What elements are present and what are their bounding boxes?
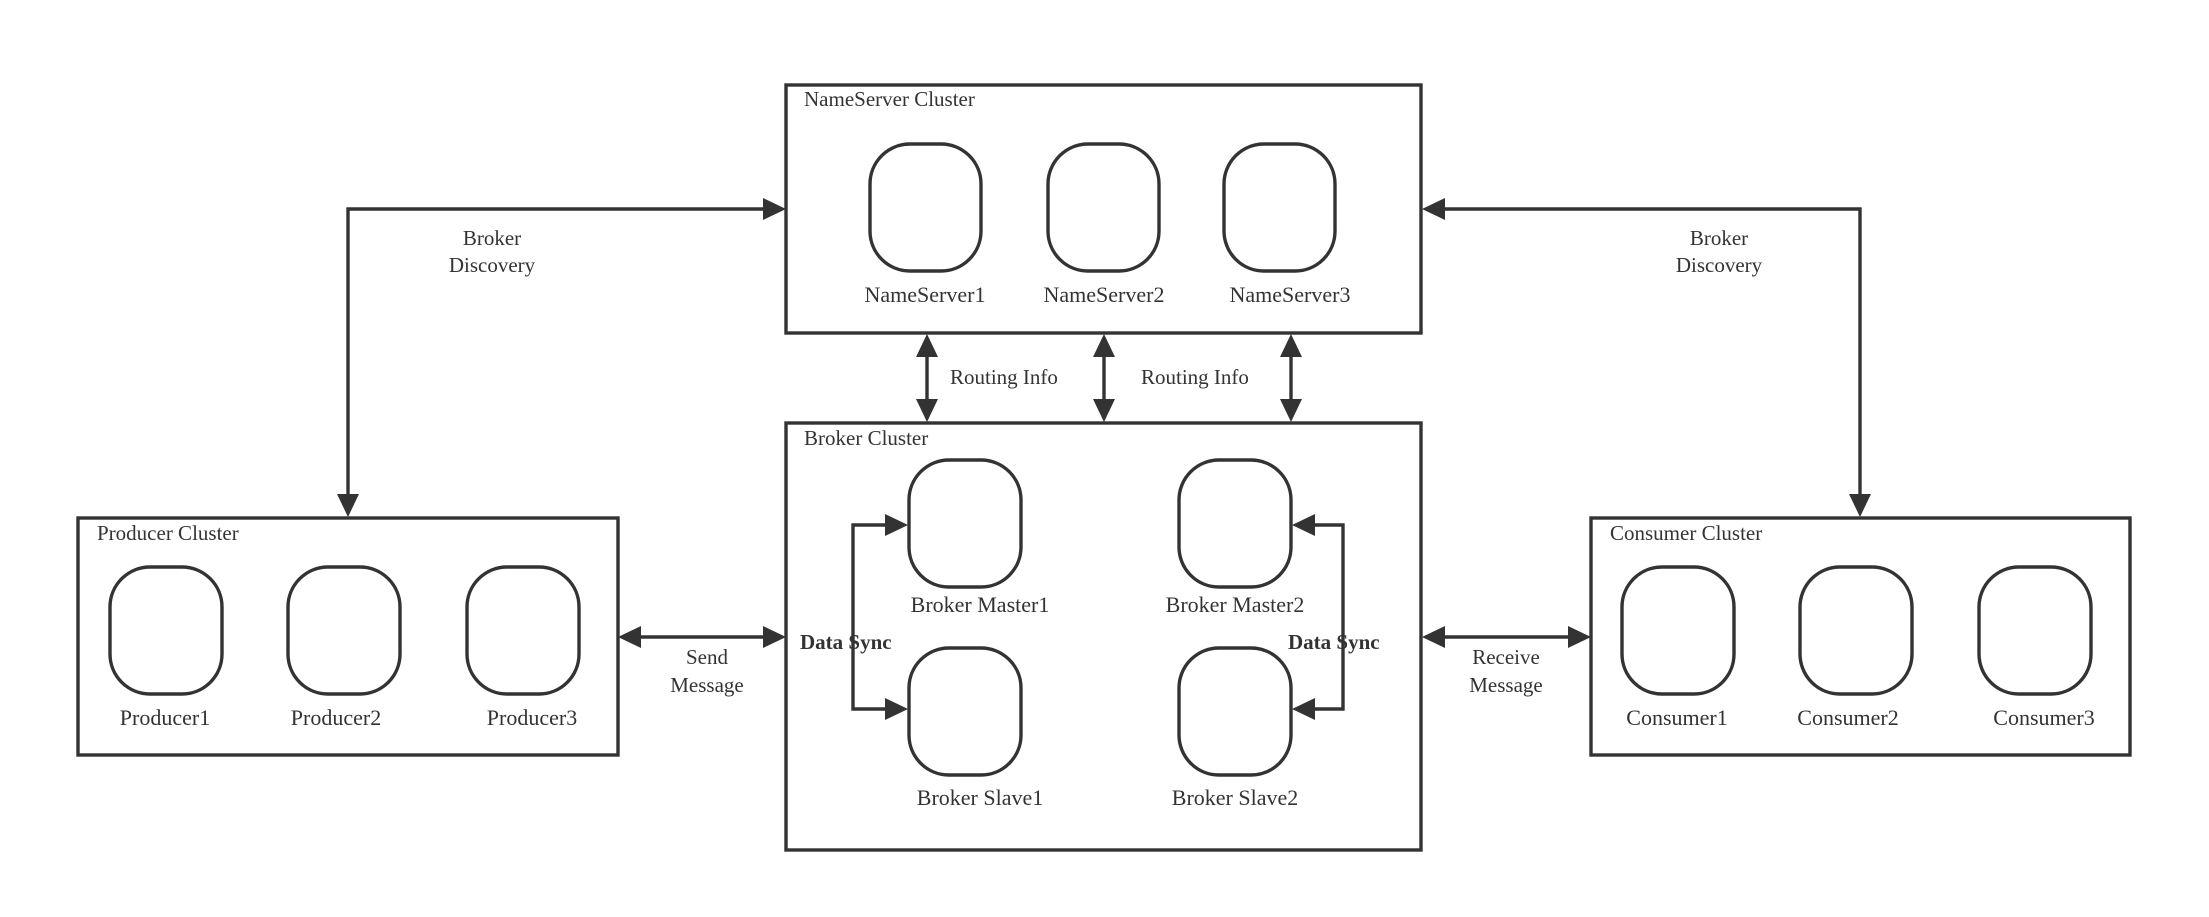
routing-info-edges: Routing Info Routing Info bbox=[916, 334, 1302, 422]
producer1-label: Producer1 bbox=[120, 705, 210, 730]
send-message-label-line2: Message bbox=[670, 673, 743, 697]
nameserver1-node bbox=[868, 142, 983, 273]
consumer3-label: Consumer3 bbox=[1993, 705, 2094, 730]
producer-cluster-title: Producer Cluster bbox=[97, 521, 239, 545]
send-message-label-line1: Send bbox=[686, 645, 729, 669]
consumer3-node bbox=[1977, 565, 2093, 696]
nameserver-cluster: NameServer Cluster NameServer1 NameServe… bbox=[784, 83, 1423, 335]
producer-discovery-edge: Broker Discovery bbox=[337, 198, 786, 517]
producer1-node bbox=[108, 565, 224, 696]
consumer-discovery-label-line1: Broker bbox=[1690, 226, 1748, 250]
consumer-discovery-edge: Broker Discovery bbox=[1422, 198, 1871, 517]
routing-info-label-2: Routing Info bbox=[1141, 365, 1249, 389]
broker-cluster-box bbox=[784, 421, 1423, 852]
consumer1-node bbox=[1620, 565, 1736, 696]
data-sync-right-arrowhead-top bbox=[1292, 514, 1315, 536]
consumer-discovery-arrowhead-left bbox=[1422, 198, 1445, 220]
broker-slave1-label: Broker Slave1 bbox=[917, 785, 1043, 810]
data-sync-right-label: Data Sync bbox=[1288, 630, 1380, 654]
nameserver3-label: NameServer3 bbox=[1230, 282, 1351, 307]
producer-cluster: Producer Cluster Producer1 Producer2 Pro… bbox=[76, 516, 620, 757]
nameserver3-node bbox=[1222, 142, 1337, 273]
broker-master2-label: Broker Master2 bbox=[1166, 592, 1305, 617]
producer-discovery-label-line1: Broker bbox=[463, 226, 521, 250]
receive-message-label-line1: Receive bbox=[1472, 645, 1540, 669]
send-message-arrowhead-right bbox=[763, 626, 786, 648]
data-sync-left-arrowhead-bottom bbox=[885, 698, 908, 720]
broker-master1-node bbox=[907, 458, 1023, 589]
consumer-discovery-arrowhead-down bbox=[1849, 494, 1871, 517]
broker-master1-label: Broker Master1 bbox=[911, 592, 1050, 617]
producer-discovery-arrowhead-right bbox=[763, 198, 786, 220]
nameserver1-label: NameServer1 bbox=[865, 282, 986, 307]
broker-cluster-title: Broker Cluster bbox=[804, 426, 928, 450]
send-message-arrowhead-left bbox=[618, 626, 641, 648]
nameserver2-label: NameServer2 bbox=[1044, 282, 1165, 307]
producer2-node bbox=[286, 565, 402, 696]
data-sync-left-label: Data Sync bbox=[800, 630, 892, 654]
consumer-discovery-label-line2: Discovery bbox=[1676, 253, 1763, 277]
consumer-cluster-box bbox=[1589, 516, 2132, 757]
broker-master2-node bbox=[1177, 458, 1293, 589]
consumer2-node bbox=[1798, 565, 1914, 696]
broker-slave1-node bbox=[907, 646, 1023, 777]
send-message-edge: Send Message bbox=[618, 626, 786, 697]
data-sync-left-arrowhead-top bbox=[885, 514, 908, 536]
producer3-label: Producer3 bbox=[487, 705, 577, 730]
producer-discovery-label-line2: Discovery bbox=[449, 253, 536, 277]
receive-message-label-line2: Message bbox=[1469, 673, 1542, 697]
broker-slave2-node bbox=[1177, 646, 1293, 777]
receive-message-arrowhead-left bbox=[1422, 626, 1445, 648]
data-sync-left-edge bbox=[851, 523, 895, 711]
receive-message-arrowhead-right bbox=[1568, 626, 1591, 648]
data-sync-right-edge bbox=[1305, 523, 1345, 711]
producer-cluster-box bbox=[76, 516, 620, 757]
data-sync-right-arrowhead-bottom bbox=[1292, 698, 1315, 720]
routing-info-label-1: Routing Info bbox=[950, 365, 1058, 389]
consumer-cluster-title: Consumer Cluster bbox=[1610, 521, 1762, 545]
consumer-cluster: Consumer Cluster Consumer1 Consumer2 Con… bbox=[1589, 516, 2132, 757]
producer3-node bbox=[465, 565, 581, 696]
consumer1-label: Consumer1 bbox=[1626, 705, 1727, 730]
producer-discovery-arrowhead-down bbox=[337, 494, 359, 517]
receive-message-edge: Receive Message bbox=[1422, 626, 1591, 697]
consumer2-label: Consumer2 bbox=[1797, 705, 1898, 730]
broker-cluster: Broker Cluster Broker Master1 Broker Sla… bbox=[784, 421, 1423, 852]
producer2-label: Producer2 bbox=[291, 705, 381, 730]
nameserver-cluster-title: NameServer Cluster bbox=[804, 87, 975, 111]
nameserver2-node bbox=[1046, 142, 1161, 273]
broker-slave2-label: Broker Slave2 bbox=[1172, 785, 1298, 810]
